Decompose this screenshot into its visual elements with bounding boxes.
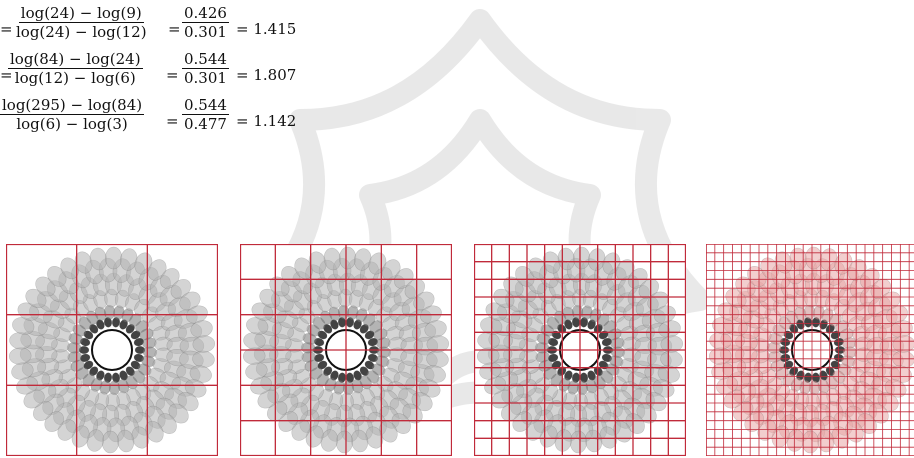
numerator: log(24) − log(9) bbox=[19, 4, 144, 23]
panel-grid-12 bbox=[474, 244, 686, 456]
result-value: 1.807 bbox=[253, 66, 296, 84]
equation-row: = log(24) − log(9) log(24) − log(12) = 0… bbox=[0, 4, 320, 52]
denominator: 0.301 bbox=[182, 69, 229, 87]
fraction-log: log(295) − log(84) log(6) − log(3) bbox=[0, 96, 144, 133]
equation-row: = log(84) − log(24) log(12) − log(6) = 0… bbox=[0, 50, 320, 98]
result-value: 1.142 bbox=[253, 112, 296, 130]
box-counting-figure bbox=[0, 240, 914, 458]
equation-row: log(295) − log(84) log(6) − log(3) = 0.5… bbox=[0, 96, 320, 144]
numerator: 0.544 bbox=[182, 50, 229, 69]
center-hole bbox=[92, 330, 132, 370]
fraction-value: 0.544 0.301 bbox=[182, 50, 229, 87]
denominator: 0.301 bbox=[182, 23, 229, 41]
denominator: 0.477 bbox=[182, 115, 229, 133]
denominator: log(12) − log(6) bbox=[13, 69, 138, 87]
denominator: log(6) − log(3) bbox=[14, 115, 129, 133]
numerator: 0.544 bbox=[182, 96, 229, 115]
panel-grid-3 bbox=[6, 244, 218, 456]
fraction-log: log(84) − log(24) log(12) − log(6) bbox=[8, 50, 143, 87]
equations-block: = log(24) − log(9) log(24) − log(12) = 0… bbox=[0, 0, 330, 160]
numerator: log(84) − log(24) bbox=[8, 50, 143, 69]
fraction-value: 0.544 0.477 bbox=[182, 96, 229, 133]
fraction-log: log(24) − log(9) log(24) − log(12) bbox=[14, 4, 149, 41]
panel-grid-24 bbox=[706, 244, 914, 456]
fraction-value: 0.426 0.301 bbox=[182, 4, 229, 41]
panel-grid-6 bbox=[240, 244, 452, 456]
numerator: log(295) − log(84) bbox=[0, 96, 144, 115]
result-value: 1.415 bbox=[253, 20, 296, 38]
denominator: log(24) − log(12) bbox=[14, 23, 149, 41]
numerator: 0.426 bbox=[182, 4, 229, 23]
